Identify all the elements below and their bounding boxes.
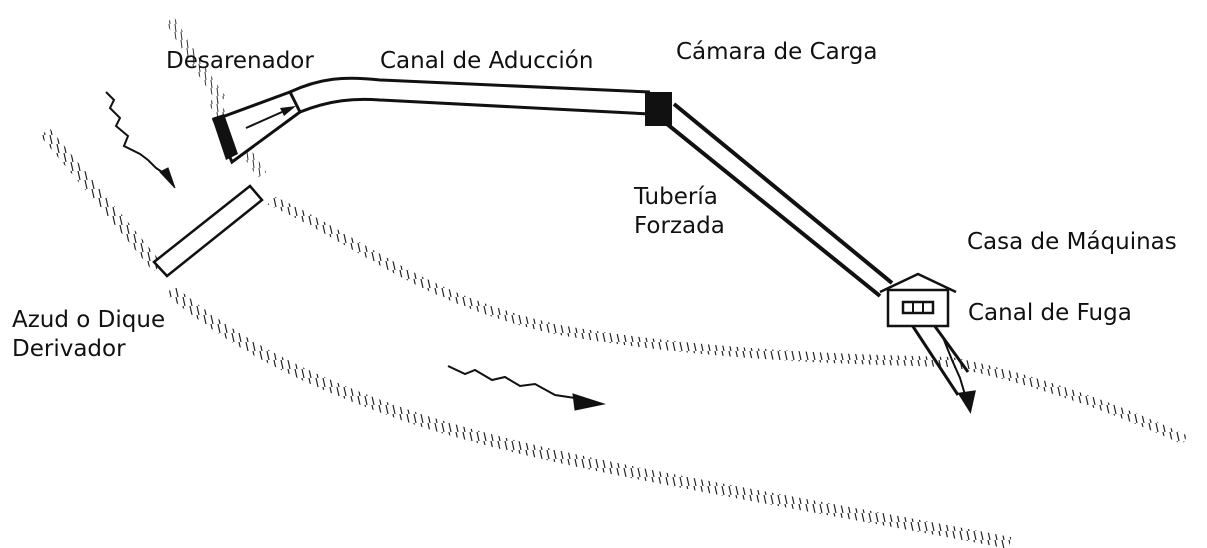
lower-bank: [166, 285, 1012, 548]
left-bank-upper: [40, 128, 163, 272]
label-azud-line2: Derivador: [12, 335, 126, 362]
desarenador-gate: [212, 114, 238, 160]
label-azud: Azud o Dique Derivador: [12, 306, 165, 364]
canal-aduccion-structure: [289, 76, 651, 116]
penstock-upper-wall: [672, 102, 894, 285]
desarenador-structure: [211, 90, 302, 165]
penstock-lower-wall: [665, 122, 882, 298]
upper-bank: [267, 195, 1188, 445]
label-canal-aduccion: Canal de Aducción: [380, 48, 594, 74]
powerhouse-roof: [879, 272, 957, 294]
downstream-flow-arrow: [447, 365, 576, 399]
downstream-flow-arrowhead: [572, 393, 606, 411]
river-banks: [40, 17, 1188, 548]
tailrace-left-wall: [910, 324, 960, 396]
tuberia-forzada-structure: [665, 102, 894, 298]
desarenador-flow-head: [280, 106, 296, 116]
label-camara-carga: Cámara de Carga: [676, 39, 878, 65]
label-canal-fuga: Canal de Fuga: [968, 300, 1132, 326]
label-desarenador: Desarenador: [166, 48, 314, 74]
powerhouse-window: [901, 300, 935, 315]
casa-maquinas-structure: [879, 272, 957, 328]
desarenador-flow-line: [245, 111, 283, 129]
canal-upper-wall: [289, 76, 651, 94]
camara-carga-block: [645, 92, 672, 126]
tailrace-arrowhead: [957, 390, 976, 414]
label-tuberia-forzada: Tubería Forzada: [634, 183, 725, 241]
canal-lower-wall: [299, 97, 651, 116]
label-tuberia-line2: Forzada: [634, 212, 725, 239]
upstream-flow-arrow: [105, 91, 163, 173]
label-azud-line1: Azud o Dique: [12, 307, 166, 333]
left-bank-top-stub: [165, 17, 227, 103]
flow-arrows: [105, 91, 606, 411]
tailrace-right-wall: [932, 324, 970, 373]
label-casa-maquinas: Casa de Máquinas: [967, 229, 1177, 255]
azud-weir: [152, 184, 264, 278]
label-tuberia-line1: Tubería: [634, 184, 718, 210]
upstream-flow-arrowhead: [159, 167, 176, 189]
tailrace-flow-line: [943, 339, 967, 399]
canal-fuga-structure: [910, 324, 976, 414]
